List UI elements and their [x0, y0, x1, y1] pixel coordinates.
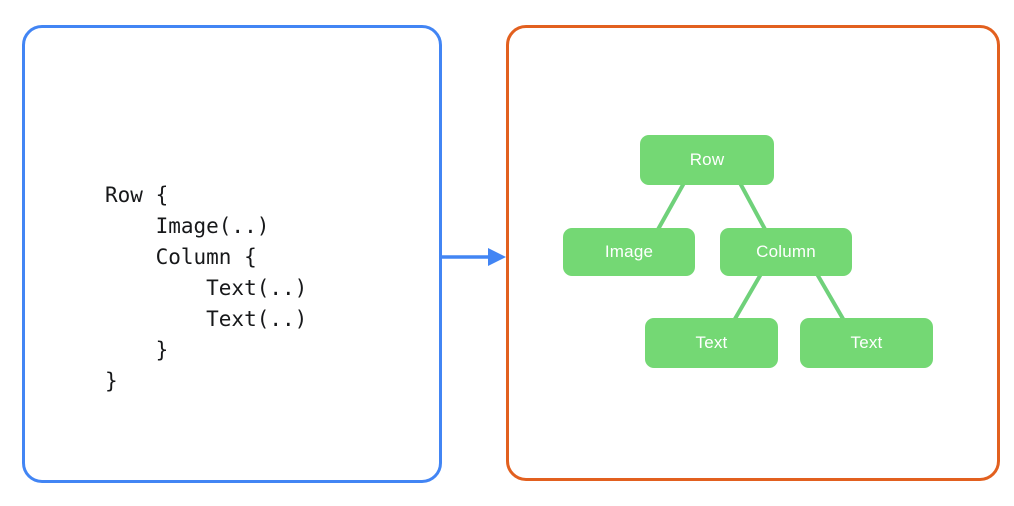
- transform-arrow: [441, 248, 506, 266]
- tree-node-text-2[interactable]: Text: [800, 318, 933, 368]
- edge-row-column: [738, 181, 769, 235]
- code-panel: Row { Image(..) Column { Text(..) Text(.…: [22, 25, 442, 483]
- tree-node-image[interactable]: Image: [563, 228, 695, 276]
- edge-row-image: [654, 181, 686, 235]
- tree-node-row[interactable]: Row: [640, 135, 774, 185]
- edge-column-text1: [730, 272, 763, 326]
- arrow-head: [488, 248, 506, 266]
- tree-edges: [654, 181, 848, 326]
- code-snippet: Row { Image(..) Column { Text(..) Text(.…: [105, 183, 308, 393]
- tree-node-column[interactable]: Column: [720, 228, 852, 276]
- edge-column-text2: [815, 272, 848, 326]
- widget-tree: Row Image Column Text Text: [506, 25, 1000, 481]
- tree-node-text-1[interactable]: Text: [645, 318, 778, 368]
